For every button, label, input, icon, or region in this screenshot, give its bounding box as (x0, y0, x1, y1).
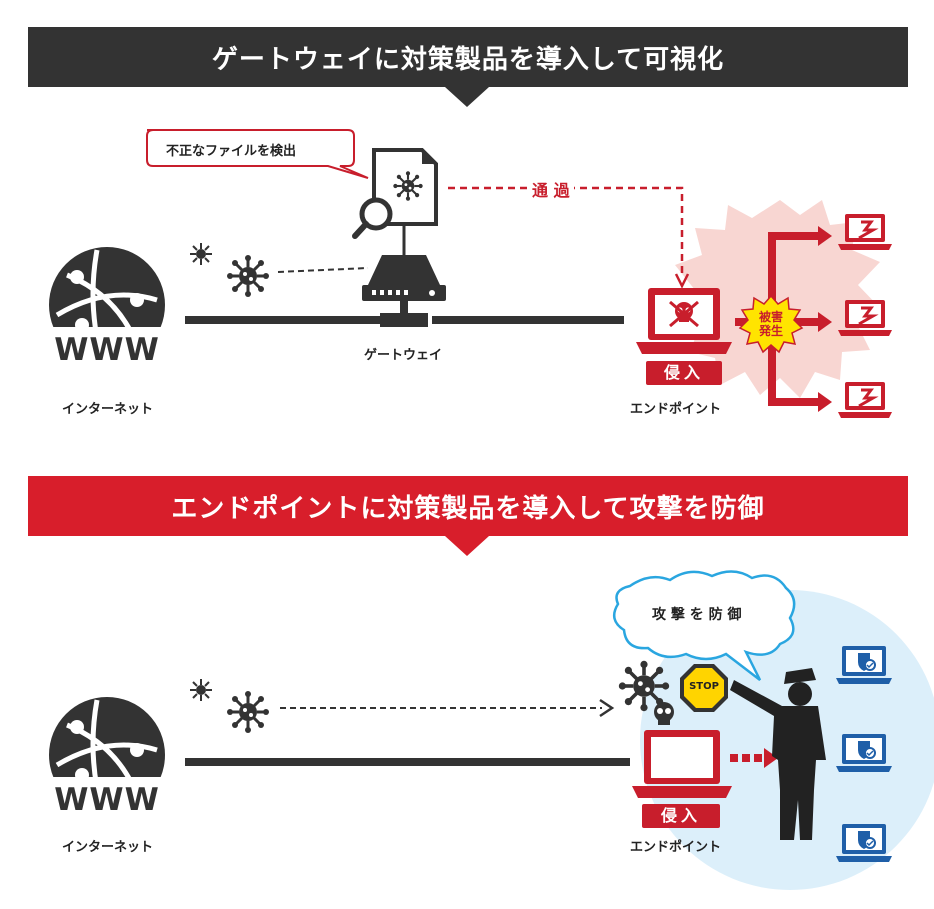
top-title-pointer (445, 87, 489, 107)
damage-occurred-label: 被害 発生 (752, 310, 790, 338)
intrusion-tag: 侵入 (642, 804, 720, 828)
defense-speech-text: 攻 撃 を 防 御 (652, 607, 742, 623)
internet-label: インターネット (62, 840, 154, 855)
protected-endpoint-laptop-icon (632, 730, 732, 798)
small-virus-icon (189, 678, 213, 702)
compromised-laptop-icon (836, 298, 894, 338)
small-virus-icon (189, 242, 213, 266)
detection-callout-text: 不正なファイルを検出 (166, 144, 297, 159)
bottom-title-pointer (445, 536, 489, 556)
scanned-file-icon (352, 148, 438, 239)
damage-starburst-icon (738, 294, 804, 354)
defense-speech-bubble (612, 570, 796, 681)
detection-callout-box (146, 129, 369, 179)
www-text: WWW (54, 782, 160, 818)
compromised-laptop-icon (836, 380, 894, 420)
intrusion-tag: 侵入 (646, 361, 722, 385)
virus-icon (225, 689, 271, 735)
stop-sign-text: STOP (689, 681, 719, 692)
damage-line1: 被害 (758, 310, 783, 324)
skull-icon (654, 702, 674, 725)
gateway-router-icon (362, 225, 446, 327)
www-text: WWW (54, 332, 160, 368)
infected-laptop-icon (636, 288, 732, 354)
endpoint-label: エンドポイント (630, 840, 722, 855)
skull-icon (669, 300, 699, 328)
top-section-title: ゲートウェイに対策製品を導入して可視化 (28, 27, 908, 87)
blocked-arrow (730, 748, 778, 768)
bottom-section-title: エンドポイントに対策製品を導入して攻撃を防御 (28, 476, 908, 536)
gateway-label: ゲートウェイ (364, 348, 443, 363)
stop-sign-icon (680, 664, 728, 712)
shielded-laptop-icon (835, 645, 893, 685)
shielded-laptop-icon (835, 733, 893, 773)
shielded-laptop-icon (835, 823, 893, 863)
endpoint-label: エンドポイント (630, 402, 722, 417)
virus-icon (225, 253, 271, 299)
police-officer-icon (730, 668, 826, 840)
internet-label: インターネット (62, 402, 154, 417)
pass-through-label: 通 過 (528, 177, 574, 201)
compromised-laptop-icon (836, 212, 894, 252)
damage-line2: 発生 (758, 324, 783, 338)
